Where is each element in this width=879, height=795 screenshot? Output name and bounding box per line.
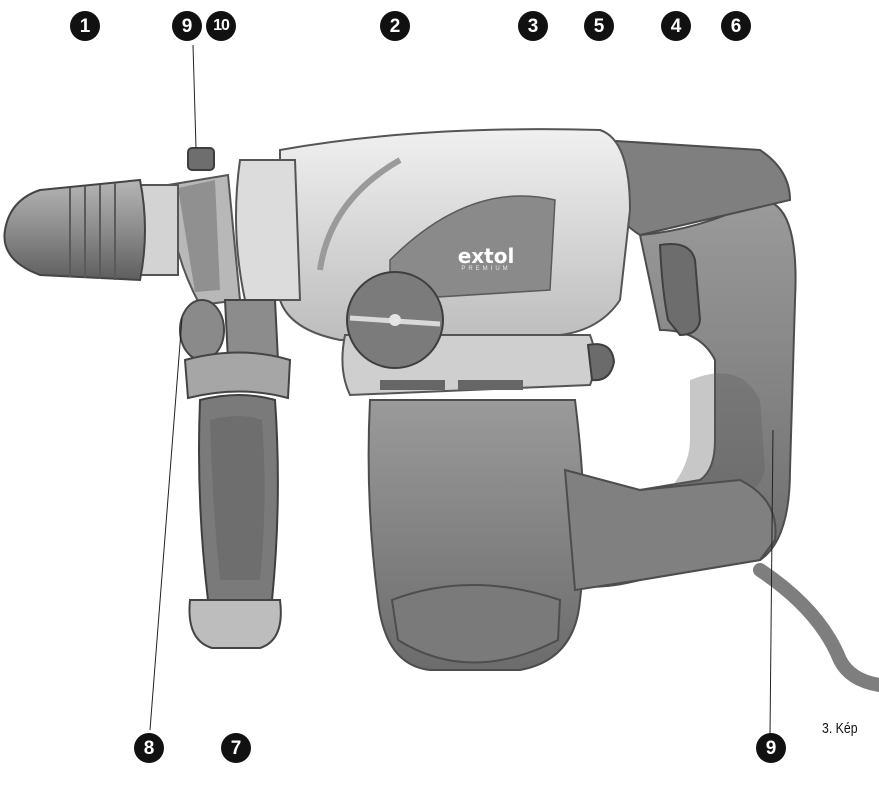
callout-7: 7 [221,733,251,763]
leader-8 [149,317,183,731]
side-bezel [317,157,402,271]
chuck-lever [187,147,215,171]
callout-8: 8 [134,733,164,763]
callout-2: 2 [380,11,410,41]
rear-handle-inner [660,373,765,500]
callout-9-top: 9 [172,11,202,41]
lower-body [563,468,777,592]
leader-9-top [192,44,197,149]
side-handle-stem [223,299,280,361]
chuck [3,178,146,282]
vent-right [458,380,523,390]
trigger [658,243,702,337]
power-cord [753,563,879,692]
motor-end-cap [390,584,562,664]
mode-selector-lock [389,314,401,326]
callout-1: 1 [70,11,100,41]
gray-panel [389,195,556,301]
side-handle-grip-insert [210,416,265,580]
brand-logo: extol PREMIUM [436,246,536,272]
callout-5: 5 [584,11,614,41]
callout-3: 3 [518,11,548,41]
figure-caption: 3. Kép [822,720,858,737]
side-handle-cap [188,599,282,649]
front-collar [235,159,302,301]
callout-9-bottom: 9 [756,733,786,763]
callout-6: 6 [721,11,751,41]
leader-9-bottom [769,429,774,736]
side-handle-guard [183,351,292,400]
callout-4: 4 [661,11,691,41]
brand-sub-text: PREMIUM [461,266,511,272]
vent-left [380,380,445,390]
depth-stop-knob [179,299,225,361]
brand-logo-text: extol [457,244,515,268]
callout-10: 10 [206,11,236,41]
chuck-ribs [69,183,116,280]
lock-button [586,343,616,382]
aux-handle-clamp-band [178,180,220,292]
